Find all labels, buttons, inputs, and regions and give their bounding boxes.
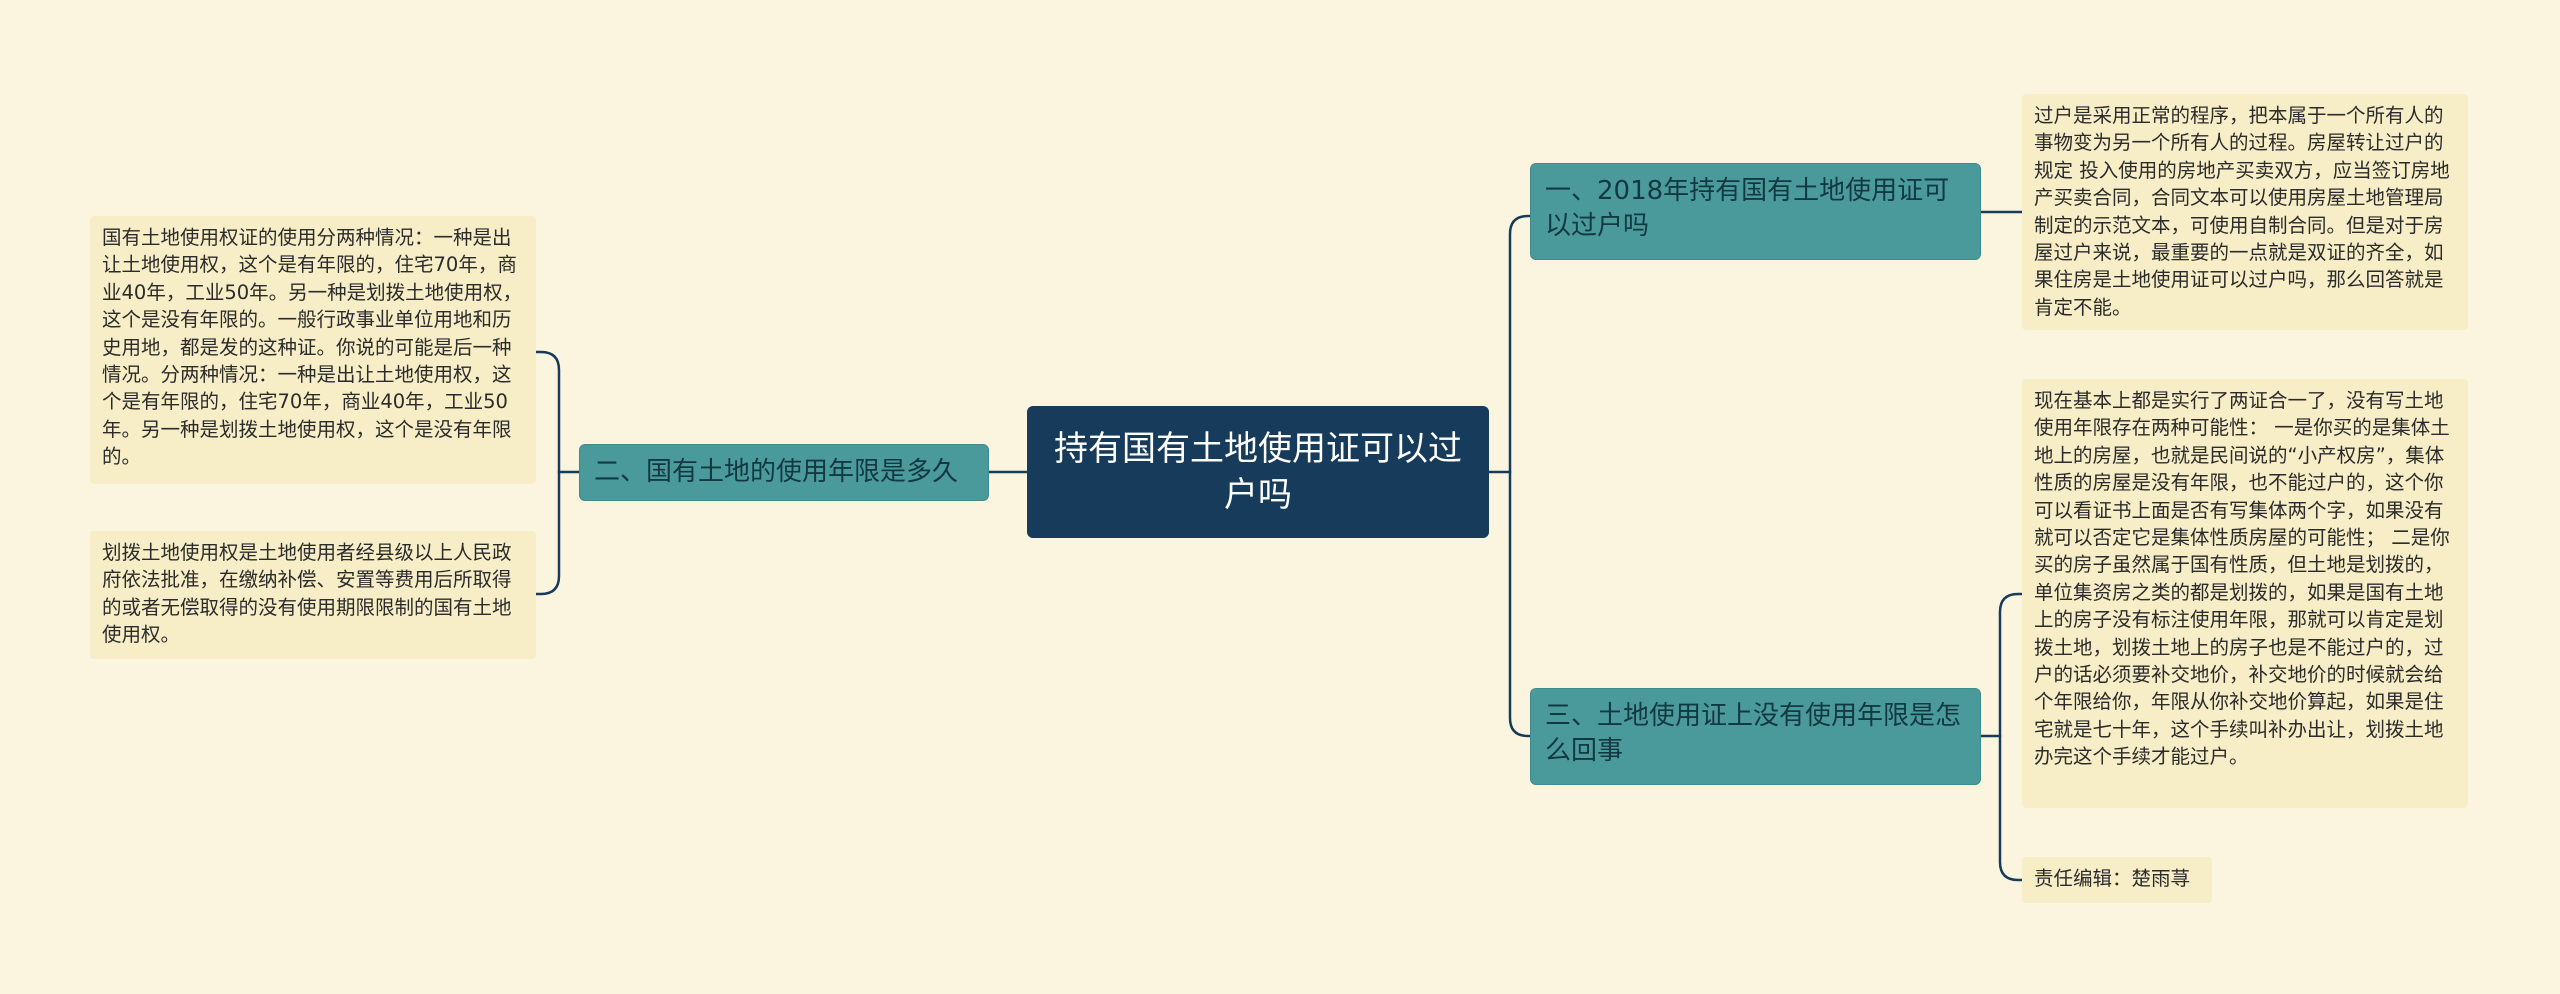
note-branch-3-first-text: 现在基本上都是实行了两证合一了，没有写土地使用年限存在两种可能性： 一是你买的是…: [2034, 389, 2450, 769]
note-branch-1-text: 过户是采用正常的程序，把本属于一个所有人的事物变为另一个所有人的过程。房屋转让过…: [2034, 104, 2450, 319]
branch-topic-2[interactable]: 二、国有土地的使用年限是多久: [579, 444, 989, 501]
connector-branch2-note1: [534, 350, 561, 474]
connector-right-spine: [1508, 214, 1532, 474]
branch-topic-3[interactable]: 三、土地使用证上没有使用年限是怎么回事: [1530, 688, 1981, 785]
branch-topic-3-label: 三、土地使用证上没有使用年限是怎么回事: [1545, 701, 1962, 766]
connector-right-spine-lower: [1508, 470, 1532, 738]
central-topic-title: 持有国有土地使用证可以过户吗: [1054, 429, 1462, 515]
central-topic[interactable]: 持有国有土地使用证可以过户吗: [1027, 406, 1489, 538]
note-branch-2-first-text: 国有土地使用权证的使用分两种情况：一种是出让土地使用权，这个是有年限的，住宅70…: [102, 226, 523, 469]
branch-topic-2-label: 二、国有土地的使用年限是多久: [594, 457, 959, 487]
note-branch-3-editor[interactable]: 责任编辑：楚雨荨: [2022, 857, 2212, 903]
note-branch-2-first[interactable]: 国有土地使用权证的使用分两种情况：一种是出让土地使用权，这个是有年限的，住宅70…: [90, 216, 536, 484]
connector-branch2-note2: [534, 470, 561, 596]
editor-credit-text: 责任编辑：楚雨荨: [2034, 867, 2191, 890]
note-branch-1[interactable]: 过户是采用正常的程序，把本属于一个所有人的事物变为另一个所有人的过程。房屋转让过…: [2022, 94, 2468, 330]
note-branch-2-second-text: 划拨土地使用权是土地使用者经县级以上人民政府依法批准，在缴纳补偿、安置等费用后所…: [102, 541, 512, 647]
branch-topic-1[interactable]: 一、2018年持有国有土地使用证可以过户吗: [1530, 163, 1981, 260]
note-branch-3-first[interactable]: 现在基本上都是实行了两证合一了，没有写土地使用年限存在两种可能性： 一是你买的是…: [2022, 379, 2468, 808]
branch-topic-1-label: 一、2018年持有国有土地使用证可以过户吗: [1545, 176, 1950, 241]
note-branch-2-second[interactable]: 划拨土地使用权是土地使用者经县级以上人民政府依法批准，在缴纳补偿、安置等费用后所…: [90, 531, 536, 659]
connector-branch3-note2: [1998, 734, 2024, 882]
connector-branch3-note1: [1998, 592, 2024, 738]
